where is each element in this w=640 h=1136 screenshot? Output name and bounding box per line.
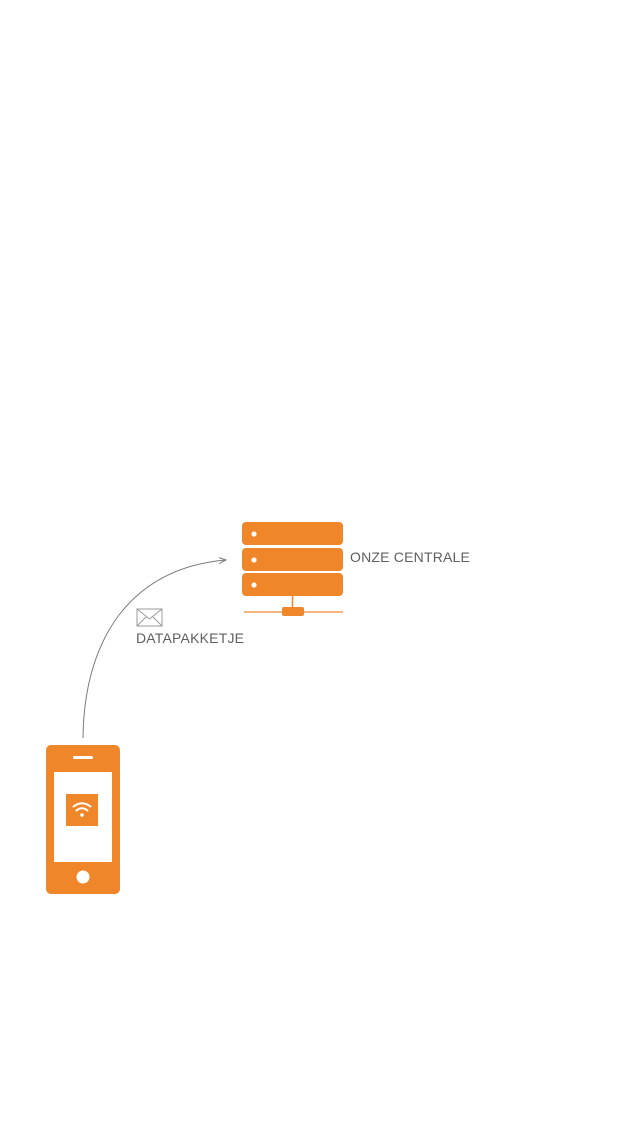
phone-speaker — [73, 756, 93, 759]
server-unit-3 — [242, 573, 343, 596]
server-connector — [282, 607, 304, 616]
wifi-icon — [66, 794, 98, 826]
data-packet-label: DATAPAKKETJE — [136, 630, 245, 646]
data-flow-arrow — [82, 560, 226, 739]
server-unit-2 — [242, 548, 343, 571]
server-led-2 — [251, 557, 257, 563]
server-unit-1 — [242, 522, 343, 545]
server-led-1 — [251, 531, 257, 537]
smartphone-icon — [46, 745, 120, 894]
server-led-3 — [251, 582, 257, 588]
server-rack-icon — [242, 522, 343, 616]
envelope-icon — [136, 608, 163, 627]
phone-home-button — [76, 870, 90, 884]
server-label: ONZE CENTRALE — [350, 549, 471, 565]
